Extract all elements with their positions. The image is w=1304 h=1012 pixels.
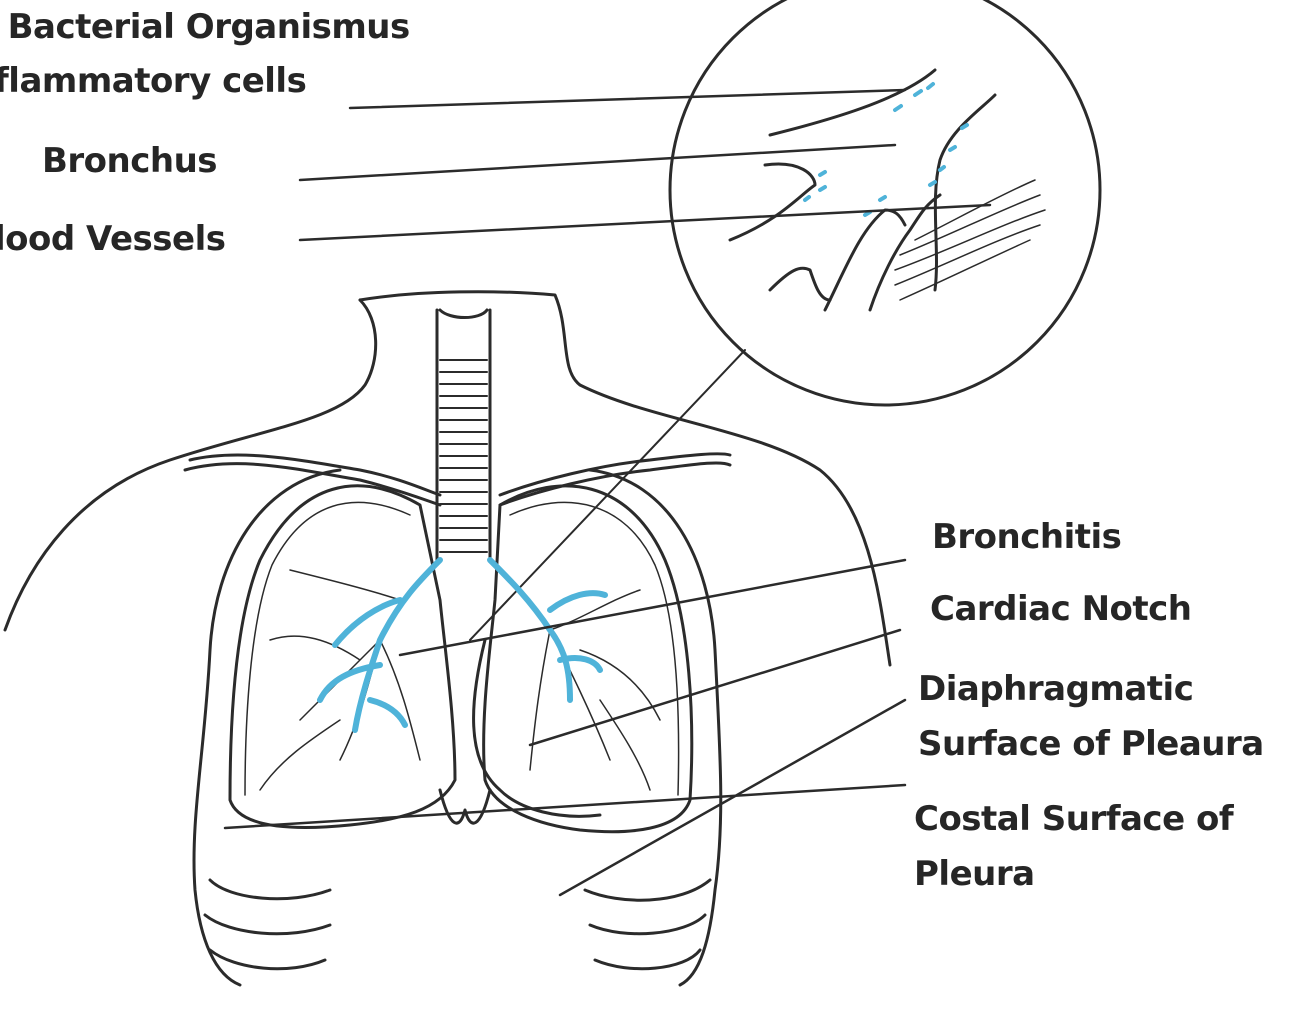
neck-outline — [5, 300, 376, 630]
label-costal-line2: Pleura — [914, 855, 1035, 893]
label-inflammatory-cells: flammatory cells — [0, 62, 306, 100]
leader-bronchus — [300, 145, 895, 180]
leader-bronchitis — [400, 560, 905, 655]
magnified-view-circle — [670, 0, 1100, 405]
label-costal-line1: Costal Surface of — [914, 800, 1233, 838]
left-lung — [230, 486, 455, 828]
highlighted-bronchi — [320, 560, 605, 730]
label-bronchus: Bronchus — [42, 142, 217, 180]
leader-costal — [225, 785, 905, 828]
trachea — [437, 310, 490, 560]
label-diaphragmatic-line2: Surface of Pleaura — [918, 725, 1264, 763]
leader-blood-vessels — [300, 205, 990, 240]
leader-lines — [225, 90, 990, 895]
leader-diaphragmatic — [560, 700, 905, 895]
lower-ribs — [205, 880, 710, 969]
label-bronchitis: Bronchitis — [932, 518, 1121, 556]
leader-inflammatory — [350, 90, 905, 108]
label-blood-vessels: lood Vessels — [0, 220, 226, 258]
label-diaphragmatic-line1: Diaphragmatic — [918, 670, 1193, 708]
heart-bottom — [440, 790, 490, 823]
magnified-branches — [730, 70, 1045, 310]
label-bacterial-organismus: r Bacterial Organismus — [0, 8, 410, 46]
label-cardiac-notch: Cardiac Notch — [930, 590, 1192, 628]
